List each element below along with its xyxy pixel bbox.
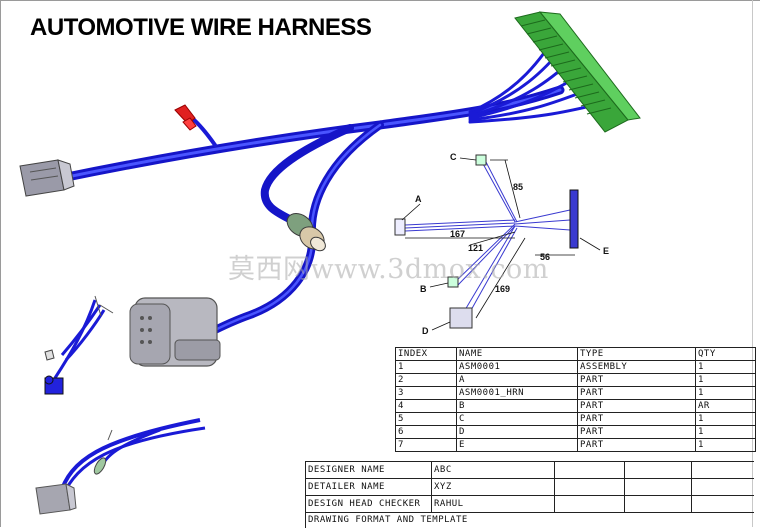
bom-cell: A: [456, 373, 578, 387]
bom-row: 4 B PART AR: [395, 399, 756, 413]
bom-cell: 1: [695, 438, 756, 452]
bom-cell: PART: [577, 425, 696, 439]
bom-cell: ASM0001: [456, 360, 578, 374]
drawing-title: AUTOMOTIVE WIRE HARNESS: [30, 14, 372, 41]
dimension-lines: [401, 157, 601, 331]
callout-a: A: [415, 194, 422, 204]
dim-label-56: 56: [540, 252, 550, 262]
designer-value: ABC: [434, 465, 452, 475]
bom-cell: 3: [395, 386, 457, 400]
bom-cell: 1: [395, 360, 457, 374]
designer-label: DESIGNER NAME: [308, 465, 385, 475]
branch-left-middle: [44, 295, 114, 395]
tb-divider: [431, 462, 432, 512]
main-harness: [57, 28, 597, 339]
red-fuse: [174, 104, 197, 131]
tb-rule: [306, 495, 754, 496]
tb-divider: [624, 462, 625, 512]
green-terminal-block: [514, 11, 641, 133]
tb-rule: [306, 512, 754, 513]
tb-rule: [306, 478, 754, 479]
bom-header-type: TYPE: [577, 347, 696, 361]
dim-label-85: 85: [513, 182, 523, 192]
title-block-row: DETAILER NAME XYZ: [306, 479, 754, 495]
bom-row: 7 E PART 1: [395, 438, 756, 452]
bom-table: INDEX NAME TYPE QTY 1 ASM0001 ASSEMBLY 1…: [395, 347, 756, 452]
bom-cell: 6: [395, 425, 457, 439]
dim-label-169: 169: [495, 284, 510, 294]
callout-e: E: [603, 246, 609, 256]
big-grey-connector: [129, 297, 221, 367]
bom-row: 5 C PART 1: [395, 412, 756, 426]
title-block-row: DESIGNER NAME ABC: [306, 462, 754, 478]
bom-row: 1 ASM0001 ASSEMBLY 1: [395, 360, 756, 374]
bom-header-name: NAME: [456, 347, 578, 361]
tb-divider: [554, 462, 555, 512]
bom-cell: 7: [395, 438, 457, 452]
bom-cell: ASSEMBLY: [577, 360, 696, 374]
bom-cell: ASM0001_HRN: [456, 386, 578, 400]
callout-d: D: [422, 326, 429, 336]
bom-cell: E: [456, 438, 578, 452]
dim-label-121: 121: [468, 243, 483, 253]
checker-label: DESIGN HEAD CHECKER: [308, 499, 421, 509]
left-connector: [19, 159, 75, 197]
title-block-row: DRAWING FORMAT AND TEMPLATE: [306, 512, 754, 528]
bom-row: 2 A PART 1: [395, 373, 756, 387]
detailer-value: XYZ: [434, 482, 452, 492]
grommet-ring: [286, 213, 326, 252]
tb-divider: [691, 462, 692, 512]
dim-label-167: 167: [450, 229, 465, 239]
bom-cell: PART: [577, 373, 696, 387]
bom-cell: PART: [577, 438, 696, 452]
bom-header-qty: QTY: [695, 347, 756, 361]
bom-cell: 2: [395, 373, 457, 387]
bottom-left-assembly: [35, 418, 206, 515]
bom-cell: 1: [695, 360, 756, 374]
bom-cell: PART: [577, 399, 696, 413]
bom-cell: D: [456, 425, 578, 439]
bom-cell: 1: [695, 425, 756, 439]
bom-cell: 1: [695, 386, 756, 400]
bom-cell: 4: [395, 399, 457, 413]
bom-header-index: INDEX: [395, 347, 457, 361]
bom-cell: PART: [577, 386, 696, 400]
bom-row: 3 ASM0001_HRN PART 1: [395, 386, 756, 400]
bom-row: 6 D PART 1: [395, 425, 756, 439]
bom-cell: 1: [695, 373, 756, 387]
detailer-label: DETAILER NAME: [308, 482, 385, 492]
format-label: DRAWING FORMAT AND TEMPLATE: [308, 515, 468, 525]
watermark: 莫西网www.3dmox.com: [228, 254, 549, 285]
title-block-row: DESIGN HEAD CHECKER RAHUL: [306, 496, 754, 512]
bom-cell: 5: [395, 412, 457, 426]
title-block: DESIGNER NAME ABC DETAILER NAME XYZ DESI…: [305, 461, 754, 528]
bom-cell: PART: [577, 412, 696, 426]
bom-header-row: INDEX NAME TYPE QTY: [395, 347, 756, 361]
checker-value: RAHUL: [434, 499, 464, 509]
detail-drawing: [394, 154, 579, 329]
bom-cell: C: [456, 412, 578, 426]
frame-right-border: [752, 0, 753, 527]
bom-cell: AR: [695, 399, 756, 413]
callout-b: B: [420, 284, 427, 294]
callout-c: C: [450, 152, 457, 162]
bom-cell: B: [456, 399, 578, 413]
bom-cell: 1: [695, 412, 756, 426]
